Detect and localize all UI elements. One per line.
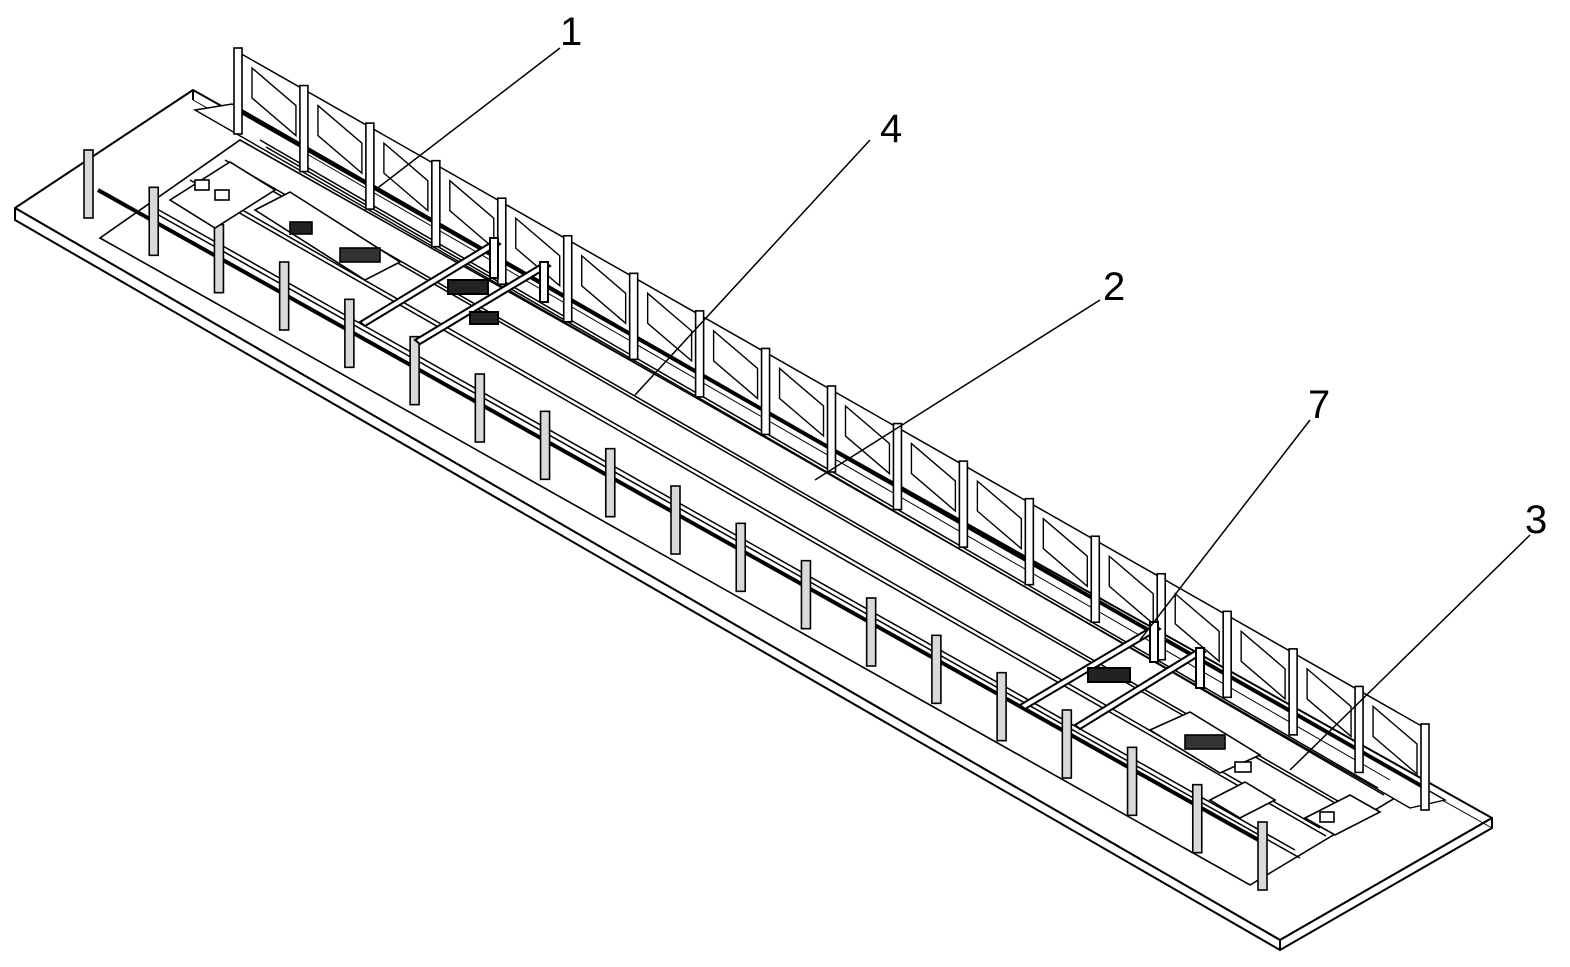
carriage-part: [1184, 734, 1226, 750]
front-post-row: [83, 149, 1268, 891]
front-post: [344, 298, 355, 369]
panel-frame: [1042, 517, 1088, 588]
gantry-post: [539, 261, 549, 303]
panel-frame: [251, 66, 297, 138]
trolley-block: [447, 279, 489, 295]
panel-frame: [1240, 629, 1286, 701]
panel-frame: [712, 329, 759, 400]
back-panel-row: [233, 47, 1430, 811]
gantry-beam: [413, 260, 552, 346]
trolley-block: [1087, 667, 1131, 683]
panel-post: [365, 122, 375, 210]
front-post: [865, 597, 877, 667]
rail: [230, 166, 1357, 816]
callout-label-1: 1: [560, 10, 582, 54]
panel-post: [1354, 685, 1364, 774]
panel-post: [1222, 610, 1232, 699]
gantry-post: [1195, 647, 1205, 689]
front-post: [735, 522, 747, 593]
carriage-part: [289, 221, 313, 235]
panel-frame: [910, 442, 957, 513]
leader-line-7: [1139, 419, 1311, 641]
carriage-left: [168, 161, 402, 281]
gantry-post: [1149, 621, 1159, 663]
front-post: [604, 447, 616, 518]
front-post: [1061, 709, 1073, 779]
track-bed-outline: [98, 139, 1402, 886]
front-post: [1191, 783, 1203, 854]
front-post: [474, 373, 486, 443]
panel-frame: [1372, 704, 1418, 776]
panel-frame: [317, 104, 363, 175]
gantry-left: [358, 237, 552, 346]
leader-lines: [374, 47, 1531, 771]
front-post: [83, 149, 94, 219]
panel-post: [431, 159, 441, 248]
rail: [195, 187, 1327, 837]
panel-post: [628, 272, 639, 361]
panel-post: [892, 422, 903, 511]
rail: [259, 139, 1379, 789]
front-post: [148, 186, 160, 257]
panel-frame: [383, 141, 429, 213]
panel-post: [1288, 648, 1298, 736]
panel-post: [1090, 535, 1101, 624]
front-post: [670, 485, 681, 555]
panel-post: [958, 460, 969, 548]
end-plate-slot: [194, 179, 210, 191]
front-post: [800, 559, 812, 630]
leader-line-1: [374, 47, 561, 191]
panel-frame: [778, 366, 825, 438]
callout-label-2: 2: [1103, 265, 1125, 309]
panel-frame: [1174, 592, 1220, 663]
panel-post: [760, 347, 771, 436]
front-post: [409, 335, 420, 406]
end-plate: [1303, 794, 1382, 836]
panel-frame: [1306, 667, 1352, 738]
callout-labels: 1 4 2 7 3: [560, 10, 1547, 542]
carriage-part: [339, 247, 381, 263]
panel-post: [826, 385, 837, 473]
gantry-beam: [358, 238, 502, 328]
panel-post: [233, 47, 243, 135]
panel-frame: [976, 479, 1023, 551]
leader-line-3: [1289, 534, 1531, 771]
panel-frame: [646, 291, 693, 363]
leader-line-4: [634, 139, 871, 396]
panel-post: [1420, 723, 1430, 811]
panel-post: [562, 234, 573, 323]
front-post: [1257, 821, 1268, 891]
panel-frame: [581, 254, 627, 325]
panel-post: [299, 84, 309, 173]
carriage-part: [1234, 761, 1252, 773]
bed-top-ledge: [192, 103, 1447, 809]
rail: [189, 179, 1321, 829]
gantry-post: [489, 237, 499, 279]
gantry-right: [1018, 621, 1207, 731]
rail: [224, 159, 1351, 809]
leader-line-2: [814, 299, 1101, 481]
front-post: [278, 261, 290, 331]
front-post: [931, 634, 942, 705]
rail: [149, 204, 1296, 851]
end-plate-slot: [1319, 811, 1335, 823]
front-post: [996, 671, 1007, 742]
callout-label-7: 7: [1308, 383, 1330, 427]
callout-label-3: 3: [1525, 498, 1547, 542]
carriage-right: [1148, 711, 1382, 836]
front-post: [539, 410, 551, 481]
trolley-block: [469, 311, 499, 325]
front-post: [1126, 746, 1138, 817]
callout-label-4: 4: [880, 107, 902, 151]
panel-post: [694, 310, 705, 398]
end-plate-slot: [214, 189, 230, 201]
panel-post: [1024, 497, 1035, 586]
end-plate: [1208, 781, 1277, 819]
front-post: [213, 223, 225, 294]
panel-frame: [844, 404, 891, 476]
